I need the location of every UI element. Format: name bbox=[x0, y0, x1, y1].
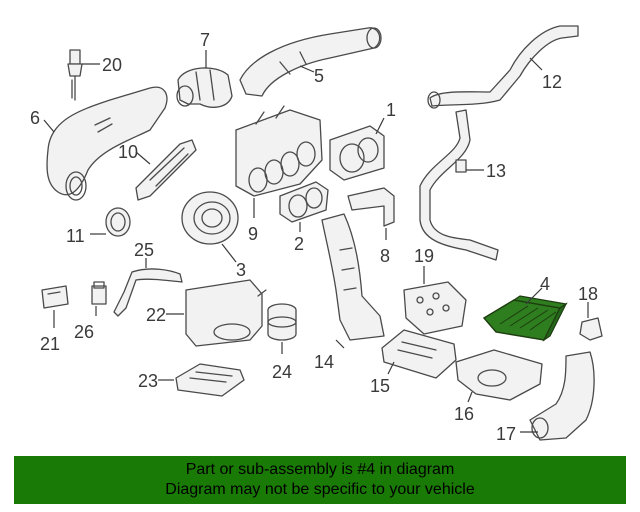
leader-5 bbox=[299, 65, 315, 73]
part-19-housing[interactable] bbox=[403, 281, 467, 335]
label-2: 2 bbox=[294, 234, 304, 254]
part-11-ring[interactable] bbox=[105, 207, 131, 237]
label-11: 11 bbox=[66, 226, 85, 246]
label-3: 3 bbox=[236, 260, 246, 280]
leader-16 bbox=[467, 391, 473, 403]
label-10: 10 bbox=[118, 142, 138, 162]
part-23-tray[interactable] bbox=[175, 363, 245, 397]
label-9: 9 bbox=[248, 224, 258, 244]
leader-10 bbox=[135, 151, 151, 165]
label-12: 12 bbox=[542, 72, 562, 92]
label-14: 14 bbox=[314, 352, 334, 372]
label-19: 19 bbox=[414, 246, 434, 266]
leader-14 bbox=[335, 339, 345, 349]
part-3-vent[interactable] bbox=[181, 191, 239, 245]
parts-diagram: 20 6 7 5 12 13 1 bbox=[30, 25, 603, 444]
part-7-elbow[interactable] bbox=[176, 67, 233, 108]
part-12-pipe[interactable] bbox=[427, 25, 579, 109]
part-22-heater[interactable] bbox=[185, 279, 267, 347]
label-13: 13 bbox=[486, 161, 506, 181]
part-20-bolt[interactable] bbox=[67, 49, 83, 101]
label-24: 24 bbox=[272, 362, 292, 382]
part-25-cable[interactable] bbox=[113, 268, 183, 317]
leader-15 bbox=[387, 361, 395, 375]
label-7: 7 bbox=[200, 30, 210, 50]
leader-3 bbox=[221, 243, 237, 263]
part-1-vent[interactable] bbox=[329, 125, 385, 181]
label-5: 5 bbox=[314, 66, 324, 86]
label-23: 23 bbox=[138, 371, 158, 391]
label-21: 21 bbox=[40, 334, 60, 354]
banner-line-2: Diagram may not be specific to your vehi… bbox=[165, 481, 475, 498]
part-9-manifold[interactable] bbox=[235, 105, 323, 197]
part-21-block[interactable] bbox=[41, 285, 69, 309]
part-18-clip[interactable] bbox=[579, 317, 603, 341]
part-15-plate[interactable] bbox=[381, 329, 457, 379]
leader-6 bbox=[43, 119, 55, 133]
leader-12 bbox=[529, 57, 543, 71]
banner-line-1: Part or sub-assembly is #4 in diagram bbox=[185, 461, 455, 478]
label-8: 8 bbox=[380, 246, 390, 266]
leader-4 bbox=[525, 287, 543, 305]
part-10-bracket[interactable] bbox=[135, 139, 197, 201]
part-2-vent[interactable] bbox=[279, 181, 329, 223]
label-4: 4 bbox=[540, 274, 550, 294]
label-1: 1 bbox=[386, 100, 396, 120]
part-5-tube[interactable] bbox=[239, 27, 382, 97]
part-13-pipe[interactable] bbox=[419, 109, 499, 261]
label-22: 22 bbox=[146, 305, 166, 325]
info-banner: Part or sub-assembly is #4 in diagram Di… bbox=[14, 456, 626, 504]
label-6: 6 bbox=[30, 108, 40, 128]
part-26-connector[interactable] bbox=[91, 281, 107, 305]
part-4-filter-highlighted[interactable] bbox=[482, 295, 568, 342]
label-18: 18 bbox=[578, 284, 598, 304]
part-14-duct[interactable] bbox=[321, 213, 385, 341]
label-25: 25 bbox=[134, 240, 154, 260]
label-16: 16 bbox=[454, 404, 474, 424]
label-15: 15 bbox=[370, 376, 390, 396]
label-17: 17 bbox=[496, 424, 516, 444]
part-16-blower[interactable] bbox=[455, 349, 543, 401]
label-20: 20 bbox=[102, 55, 122, 75]
leader-1 bbox=[375, 117, 385, 135]
part-24-cylinder[interactable] bbox=[267, 303, 297, 341]
label-26: 26 bbox=[74, 322, 94, 342]
part-17-duct[interactable] bbox=[529, 351, 595, 441]
part-6-duct[interactable] bbox=[46, 86, 168, 201]
part-8-bracket[interactable] bbox=[347, 187, 395, 227]
